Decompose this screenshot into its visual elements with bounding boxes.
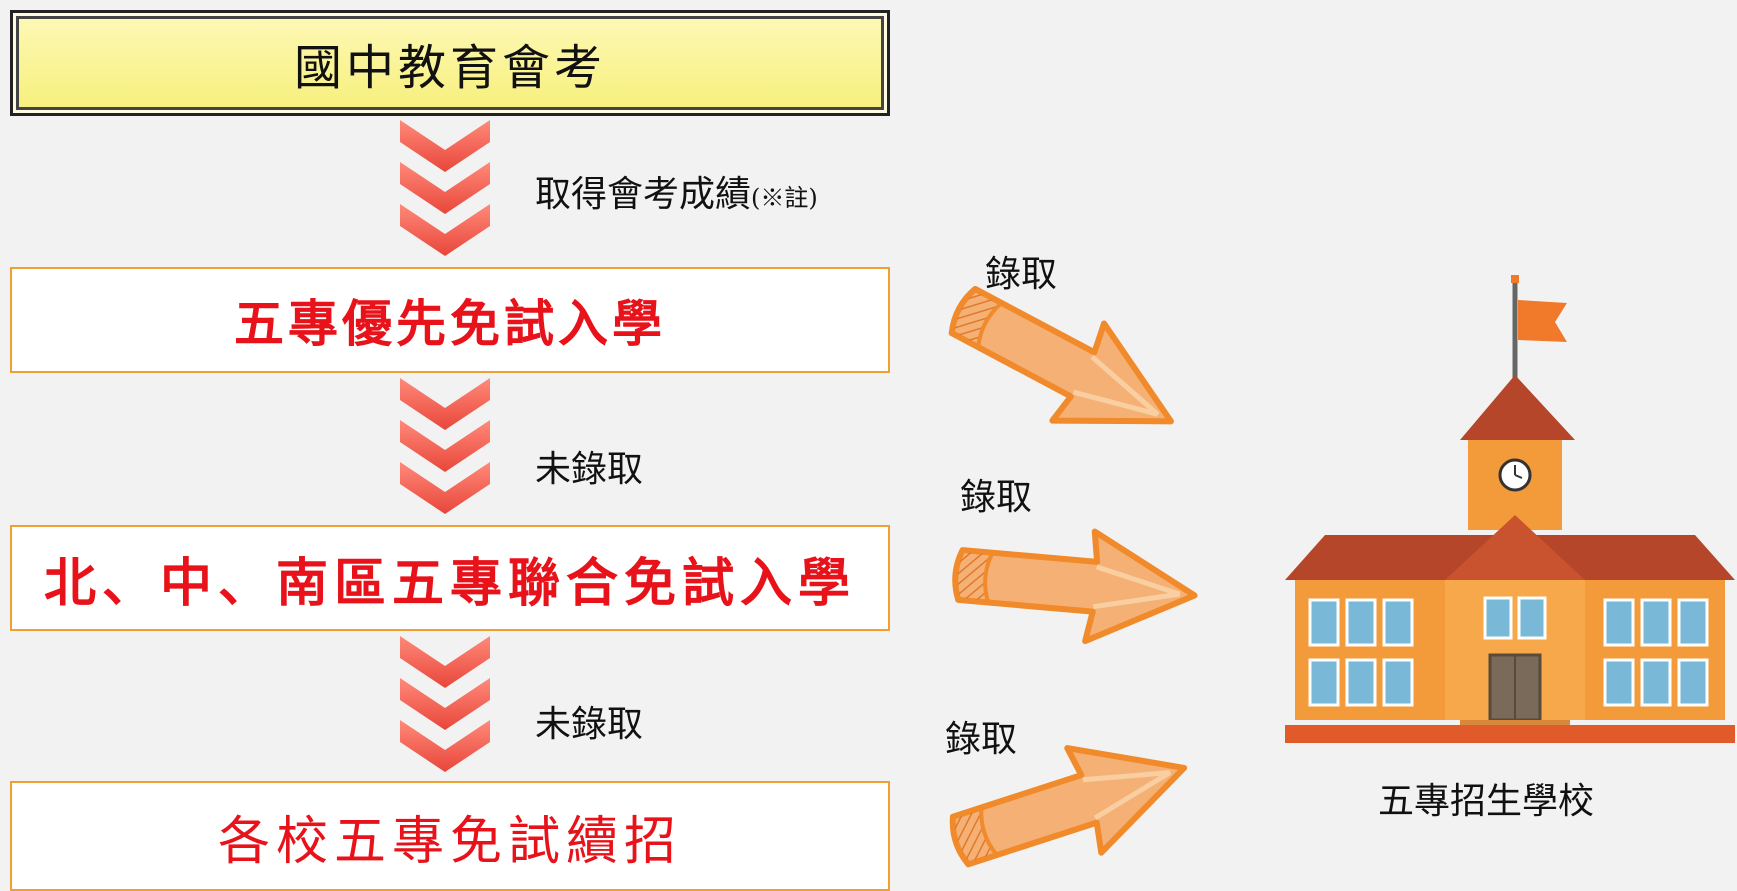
joint-admission-title: 北、中、南區五專聯合免試入學 <box>43 552 856 614</box>
down-chevron-icon <box>400 120 490 256</box>
step3-label: 未錄取 <box>535 704 644 745</box>
step1-label: 取得會考成績(※註) <box>535 174 818 215</box>
arrow-right-icon <box>948 285 1174 425</box>
school-building-icon <box>1285 275 1735 743</box>
down-chevron-icon <box>400 636 490 772</box>
priority-admission-box: 五專優先免試入學 <box>10 267 890 373</box>
school-caption: 五專招生學校 <box>1378 781 1595 822</box>
continued-admission-box: 各校五專免試續招 <box>10 781 890 891</box>
continued-admission-title: 各校五專免試續招 <box>217 811 682 872</box>
exam-box: 國中教育會考 <box>10 10 890 116</box>
joint-admission-box: 北、中、南區五專聯合免試入學 <box>10 525 890 631</box>
arrow-right-icon <box>949 745 1188 868</box>
down-chevron-icon <box>400 378 490 514</box>
step1-note: (※註) <box>751 184 818 212</box>
admit-label: 錄取 <box>945 719 1018 760</box>
step2-label: 未錄取 <box>535 449 644 490</box>
admit-label: 錄取 <box>985 254 1058 295</box>
admit-label: 錄取 <box>960 477 1033 518</box>
priority-admission-title: 五專優先免試入學 <box>234 294 666 353</box>
exam-title: 國中教育會考 <box>293 40 606 96</box>
arrow-right-icon <box>952 528 1198 645</box>
